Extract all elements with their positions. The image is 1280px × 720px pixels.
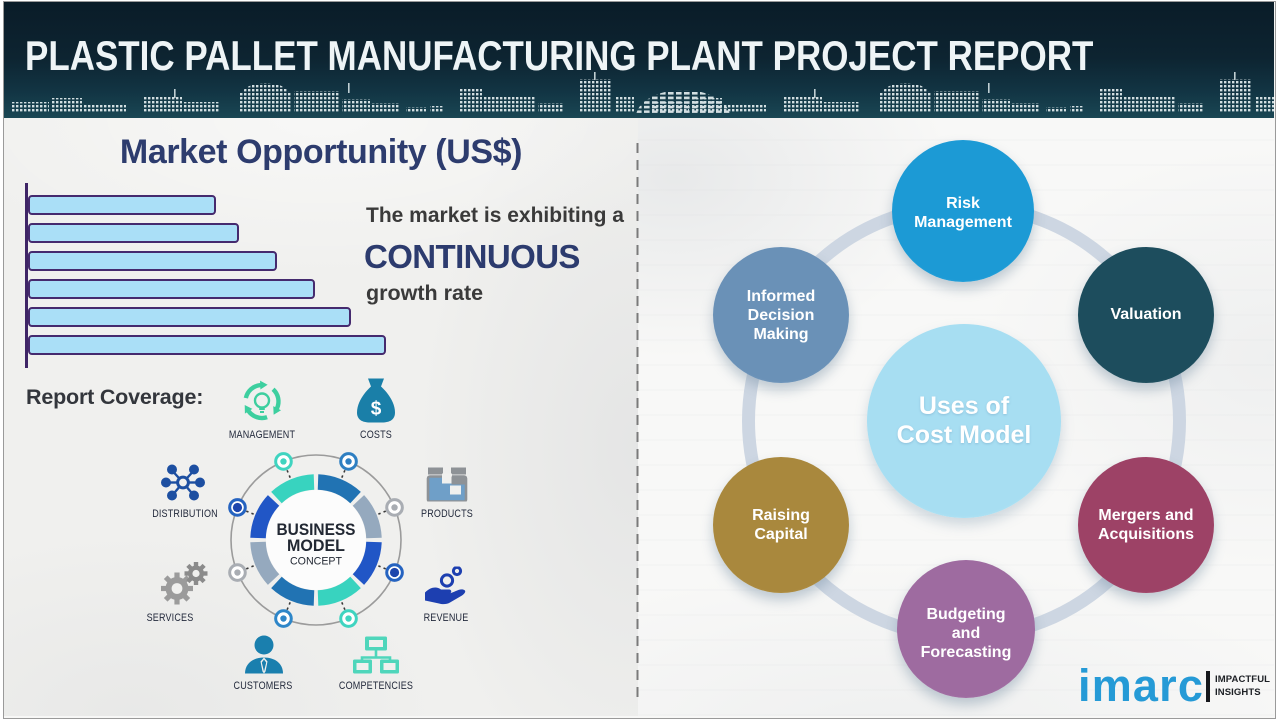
svg-text:MODEL: MODEL	[287, 536, 345, 555]
svg-text:BUSINESS: BUSINESS	[277, 520, 356, 539]
svg-text:$: $	[371, 399, 382, 420]
svg-text:CONCEPT: CONCEPT	[290, 556, 342, 568]
